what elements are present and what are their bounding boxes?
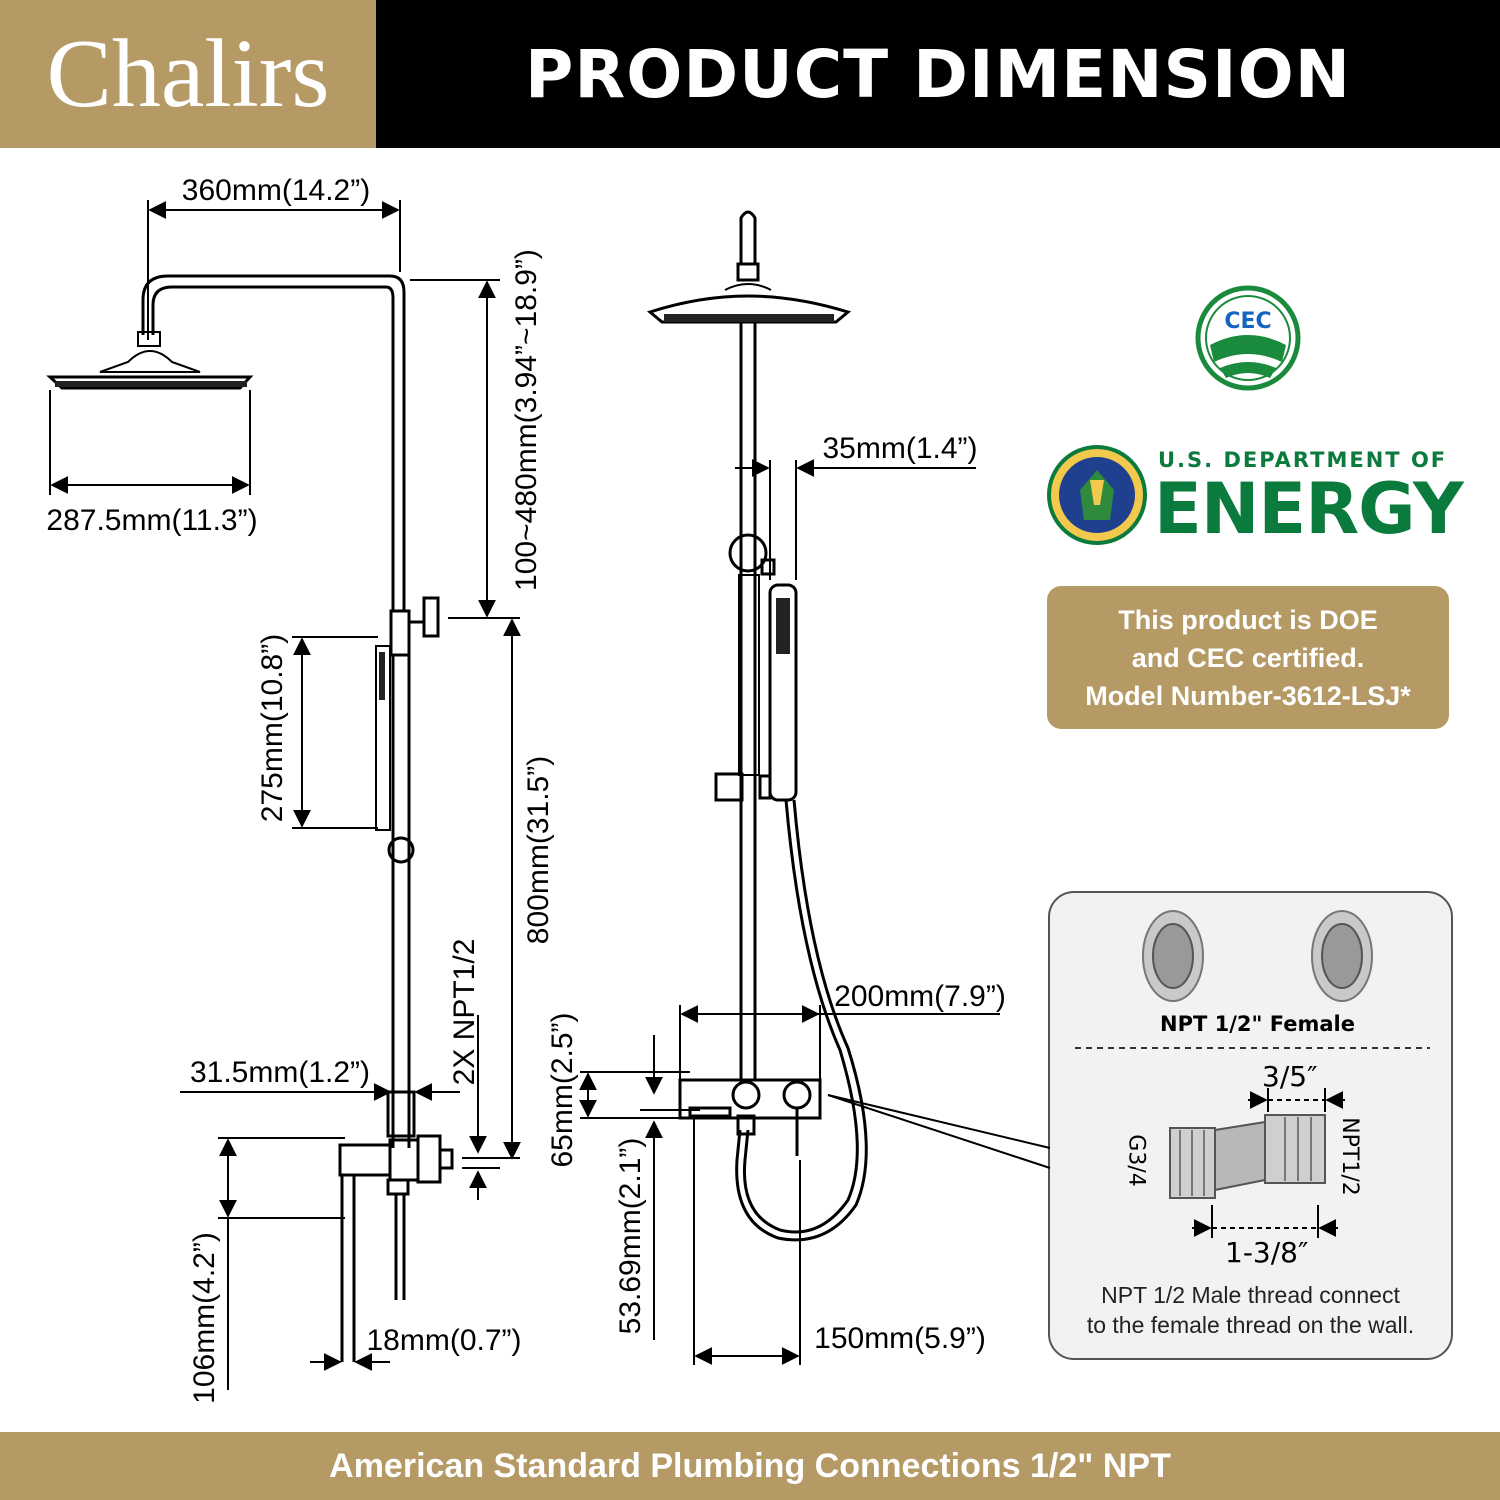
right-thread-label: NPT1/2 (1336, 1117, 1362, 1196)
valve-height-label: 65mm(2.5”) (546, 1012, 579, 1167)
cert-line-2: and CEC certified. (1131, 642, 1365, 673)
center-distance-label: 150mm(5.9”) (814, 1322, 986, 1355)
valve-width-label: 200mm(7.9”) (834, 980, 1006, 1013)
connector-panel-drawing (1075, 910, 1430, 1238)
certification-box: This product is DOE and CEC certified. M… (1047, 586, 1449, 729)
wall-offset-label: 18mm(0.7”) (366, 1324, 521, 1357)
page-title: PRODUCT DIMENSION (525, 35, 1351, 113)
connector-note-line-1: NPT 1/2 Male thread connect (1101, 1282, 1400, 1308)
head-diameter-label: 287.5mm(11.3”) (46, 504, 257, 537)
header-bar: Chalirs PRODUCT DIMENSION (0, 0, 1500, 148)
cec-logo: CEC (1195, 285, 1301, 391)
pipe-diameter-label: 31.5mm(1.2”) (190, 1056, 370, 1089)
cert-line-1: This product is DOE (1118, 604, 1378, 635)
height-adjust-label: 100~480mm(3.94”~18.9”) (510, 249, 543, 591)
arm-width-label: 360mm(14.2”) (182, 174, 370, 207)
doe-label-small: U.S. DEPARTMENT OF (1158, 448, 1448, 472)
front-view-dimension-lines (579, 459, 1000, 1365)
npt-inlet-label: 2X NPT1/2 (448, 939, 481, 1086)
cert-line-3: Model Number-3612-LSJ* (1085, 680, 1411, 711)
connector-note-line-2: to the female thread on the wall. (1086, 1312, 1415, 1338)
inlet-height-label: 106mm(4.2”) (188, 1232, 221, 1404)
side-view-dimension-lines (49, 200, 521, 1390)
brand-logo: Chalirs (0, 0, 376, 148)
valve-low-offset-label: 53.69mm(2.1”) (614, 1138, 647, 1335)
bottom-dimension-label: 1-3/8″ (1225, 1236, 1309, 1269)
female-fitting-label: NPT 1/2" Female (1160, 1012, 1355, 1036)
bar-height-label: 800mm(31.5”) (522, 756, 555, 944)
doe-label-big: ENERGY (1154, 468, 1464, 550)
front-view-drawing (646, 210, 1051, 1242)
side-view-drawing (46, 274, 454, 1362)
top-dimension-label: 3/5″ (1262, 1060, 1318, 1093)
left-thread-label: G3/4 (1123, 1134, 1149, 1187)
doe-seal-icon (1047, 445, 1147, 545)
footer-text: American Standard Plumbing Connections 1… (329, 1446, 1171, 1485)
svg-text:CEC: CEC (1224, 309, 1271, 334)
footer-bar: American Standard Plumbing Connections 1… (0, 1432, 1500, 1500)
holder-offset-label: 35mm(1.4”) (822, 432, 977, 465)
hand-shower-length-label: 275mm(10.8”) (256, 634, 289, 822)
